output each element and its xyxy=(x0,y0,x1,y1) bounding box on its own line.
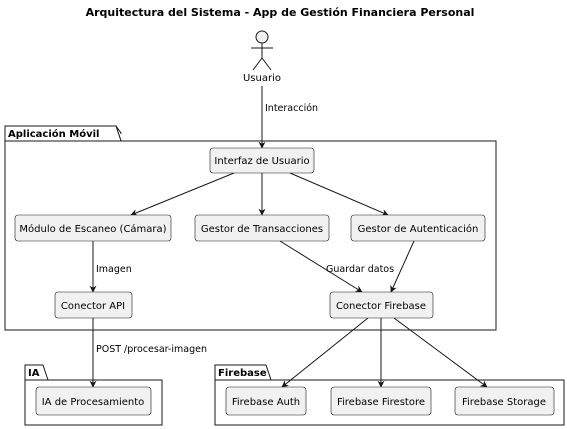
node-auth-manager: Gestor de Autenticación xyxy=(350,214,486,242)
node-firebase-connector-label: Conector Firebase xyxy=(336,301,426,312)
edge-label-interaction: Interacción xyxy=(265,103,318,114)
node-auth-manager-label: Gestor de Autenticación xyxy=(358,223,479,235)
edge-firebase-storage xyxy=(393,317,488,388)
node-firebase-storage-label: Firebase Storage xyxy=(462,397,546,408)
node-api-connector: Conector API xyxy=(54,291,133,319)
package-ia-tab xyxy=(24,364,49,381)
package-firebase-tab xyxy=(214,364,272,381)
actor-usuario: Usuario xyxy=(243,30,281,84)
edge-label-save-data: Guardar datos xyxy=(326,264,394,275)
node-firebase-auth-label: Firebase Auth xyxy=(232,397,300,408)
node-ia-processing: IA de Procesamiento xyxy=(35,386,152,416)
actor-left-leg xyxy=(252,57,263,71)
edges xyxy=(89,86,488,388)
node-api-connector-label: Conector API xyxy=(61,301,125,312)
edge-auth-firebase xyxy=(390,240,415,293)
edge-label-post: POST /procesar-imagen xyxy=(96,344,207,355)
node-transactions-label: Gestor de Transacciones xyxy=(201,224,323,235)
node-ui: Interfaz de Usuario xyxy=(209,147,315,174)
edge-ui-scanner xyxy=(130,172,235,216)
package-app-label: Aplicación Móvil xyxy=(8,128,99,140)
package-ia-label: IA xyxy=(28,368,40,379)
node-firebase-connector: Conector Firebase xyxy=(329,291,434,319)
package-app-tab xyxy=(4,125,122,142)
node-scanner-label: Módulo de Escaneo (Cámara) xyxy=(19,223,166,235)
actor-right-leg xyxy=(261,57,272,71)
node-firebase-storage: Firebase Storage xyxy=(454,386,555,416)
diagram-title: Arquitectura del Sistema - App de Gestió… xyxy=(86,6,475,19)
node-ui-label: Interfaz de Usuario xyxy=(214,156,309,167)
edge-label-image: Imagen xyxy=(96,264,132,275)
edge-ui-auth xyxy=(289,172,389,216)
package-firebase-label: Firebase xyxy=(218,368,267,379)
node-scanner: Módulo de Escaneo (Cámara) xyxy=(14,214,172,242)
node-ia-processing-label: IA de Procesamiento xyxy=(42,397,145,408)
node-firebase-firestore: Firebase Firestore xyxy=(330,386,432,416)
node-firebase-firestore-label: Firebase Firestore xyxy=(337,397,425,408)
actor-head xyxy=(255,30,269,44)
node-firebase-auth: Firebase Auth xyxy=(225,386,307,416)
edge-firebase-auth xyxy=(281,317,369,388)
edge-transactions-firebase xyxy=(279,240,363,293)
node-transactions: Gestor de Transacciones xyxy=(194,214,330,242)
actor-label: Usuario xyxy=(243,73,281,84)
